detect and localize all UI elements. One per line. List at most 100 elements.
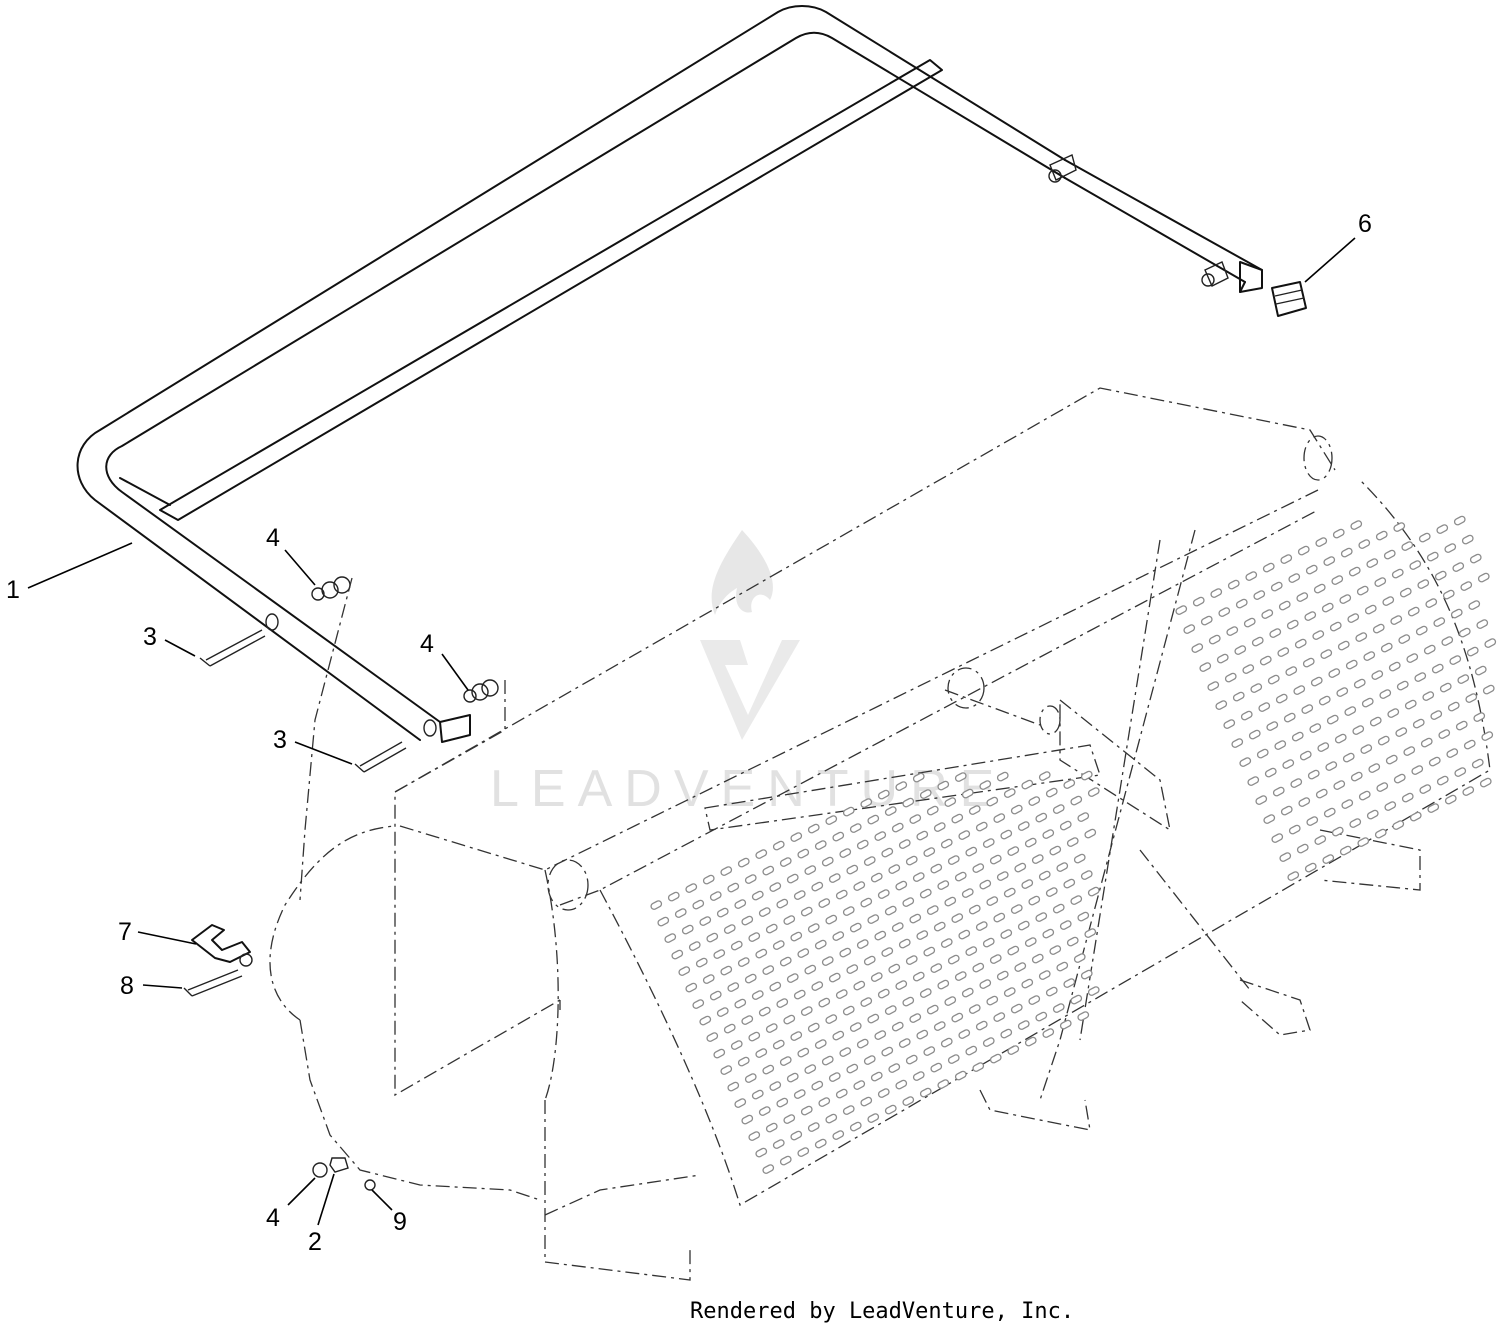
perforation-slot bbox=[793, 989, 806, 1000]
perforation-slot bbox=[856, 1038, 869, 1049]
perforation-slot bbox=[846, 964, 859, 974]
perforation-slot bbox=[846, 864, 859, 875]
perforation-slot bbox=[1010, 1003, 1023, 1014]
perforation-slot bbox=[902, 1096, 915, 1106]
perforation-slot bbox=[1454, 767, 1467, 777]
perforation-slot bbox=[1374, 577, 1387, 587]
perforation-slot bbox=[1441, 636, 1454, 646]
perforation-slot bbox=[912, 971, 925, 982]
perforation-slot bbox=[800, 1105, 813, 1116]
perforation-slot bbox=[898, 839, 911, 849]
perforation-slot bbox=[996, 771, 1009, 782]
perforation-slot bbox=[1333, 780, 1346, 790]
perforation-slot bbox=[989, 1053, 1002, 1064]
perforation-slot bbox=[1420, 737, 1433, 748]
perforation-slot bbox=[811, 881, 824, 892]
perforation-slot bbox=[1239, 757, 1252, 767]
perforation-slot bbox=[678, 966, 691, 976]
perforation-slot bbox=[720, 1065, 733, 1075]
perforation-slot bbox=[734, 899, 747, 909]
perforation-slot bbox=[783, 1114, 796, 1124]
perforation-slot bbox=[1208, 634, 1221, 645]
perforation-slot bbox=[1243, 617, 1256, 628]
perforation-slot bbox=[811, 1080, 824, 1091]
perforation-slot bbox=[772, 940, 785, 950]
ring-part-9 bbox=[364, 1179, 376, 1191]
perforation-slot bbox=[1355, 632, 1368, 642]
perforation-slot bbox=[1318, 695, 1331, 706]
perforation-slot bbox=[734, 998, 747, 1009]
perforation-slot bbox=[1411, 765, 1424, 775]
washers-part-4-upper bbox=[311, 576, 351, 601]
perforation-slot bbox=[1342, 752, 1355, 763]
perforation-slot bbox=[979, 979, 992, 989]
perforation-slot bbox=[846, 1063, 859, 1074]
perforation-slot bbox=[835, 989, 848, 999]
perforation-slot bbox=[1331, 826, 1344, 837]
perforation-slot bbox=[811, 981, 824, 991]
perforation-slot bbox=[1294, 638, 1307, 649]
perforation-slot bbox=[1425, 598, 1438, 608]
perforation-slot bbox=[1349, 818, 1362, 828]
perforation-slot bbox=[730, 940, 743, 951]
perforation-slot bbox=[835, 1088, 848, 1099]
perforation-slot bbox=[1331, 575, 1344, 585]
perforation-slot bbox=[1262, 562, 1275, 573]
perforation-slot bbox=[926, 805, 939, 816]
perforation-slot bbox=[1010, 804, 1023, 815]
perforation-slot bbox=[1070, 795, 1083, 806]
perforation-slot bbox=[1323, 807, 1336, 818]
perforation-slot bbox=[779, 1056, 792, 1066]
perforation-slot bbox=[706, 932, 719, 943]
perforation-slot bbox=[1368, 763, 1381, 773]
perforation-slot bbox=[1049, 845, 1062, 856]
perforation-slot bbox=[755, 849, 768, 859]
perforation-slot bbox=[818, 1097, 831, 1107]
perforation-slot bbox=[1332, 528, 1345, 539]
perforation-slot bbox=[1449, 655, 1462, 665]
perforation-slot bbox=[762, 965, 775, 975]
perforation-slot bbox=[1446, 748, 1459, 758]
perforation-slot bbox=[849, 823, 862, 833]
perforation-slot bbox=[818, 997, 831, 1008]
perforation-slot bbox=[1479, 777, 1492, 788]
perforation-slot bbox=[1390, 615, 1403, 625]
washers-part-4-lower bbox=[463, 679, 499, 703]
perforation-slot bbox=[905, 855, 918, 866]
perforation-slot bbox=[884, 905, 897, 916]
callout-2: 2 bbox=[308, 1228, 322, 1256]
perforation-slot bbox=[744, 1073, 757, 1083]
perforation-slot bbox=[1341, 799, 1354, 809]
perforation-slot bbox=[737, 857, 750, 868]
perforation-slot bbox=[692, 999, 705, 1009]
perforation-slot bbox=[1379, 689, 1392, 699]
perforation-slot bbox=[989, 954, 1002, 964]
perforation-slot bbox=[1403, 746, 1416, 756]
perforation-slot bbox=[993, 912, 1006, 923]
perforation-slot bbox=[919, 988, 932, 998]
perforation-slot bbox=[940, 1037, 953, 1048]
perforation-slot bbox=[1031, 854, 1044, 864]
perforation-slot bbox=[786, 1072, 799, 1083]
perforation-slot bbox=[1406, 653, 1419, 663]
perforation-slot bbox=[769, 981, 782, 992]
perforation-slot bbox=[1434, 570, 1447, 581]
perforation-slot bbox=[909, 913, 922, 924]
perforation-slot bbox=[1433, 617, 1446, 627]
perforation-slot bbox=[1344, 706, 1357, 716]
perforation-slot bbox=[772, 1139, 785, 1149]
perforation-slot bbox=[1175, 605, 1188, 615]
perforation-slot bbox=[734, 1098, 747, 1108]
perforation-slot bbox=[716, 907, 729, 918]
perforation-slot bbox=[996, 871, 1009, 881]
perforation-slot bbox=[779, 857, 792, 867]
perforation-slot bbox=[902, 996, 915, 1007]
perforation-slot bbox=[1469, 553, 1482, 564]
perforation-slot bbox=[1270, 581, 1283, 592]
nut-part-2 bbox=[329, 1157, 349, 1173]
perforation-slot bbox=[930, 863, 943, 874]
perforation-slot bbox=[1014, 862, 1027, 873]
perforation-slot bbox=[898, 938, 911, 949]
perforation-slot bbox=[1070, 994, 1083, 1005]
perforation-slot bbox=[1414, 672, 1427, 682]
